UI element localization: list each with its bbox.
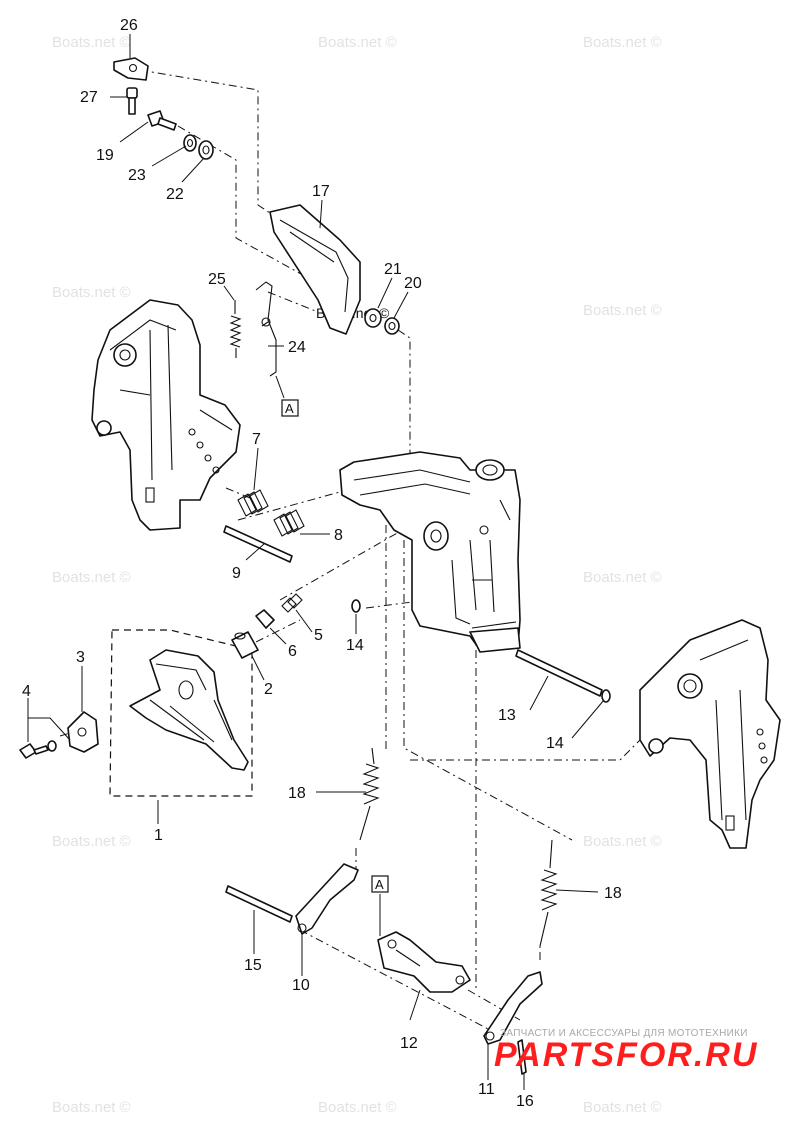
part-23-washer xyxy=(183,134,197,152)
callout-8: 8 xyxy=(334,527,343,544)
watermark: Boats.net © xyxy=(318,34,397,51)
callout-A-b: A xyxy=(375,877,384,892)
watermark: Boats.net © xyxy=(583,569,662,586)
callout-24: 24 xyxy=(288,339,306,356)
callout-12: 12 xyxy=(400,1035,418,1052)
part-5-spring xyxy=(281,593,303,613)
callout-11: 11 xyxy=(478,1081,495,1098)
part-19-bolt xyxy=(147,110,177,131)
callout-20: 20 xyxy=(404,275,422,292)
part-24-link xyxy=(255,281,277,377)
bracket-line-4 xyxy=(27,717,71,742)
part-18-spring-right xyxy=(539,839,558,947)
callout-19: 19 xyxy=(96,147,114,164)
callout-2: 2 xyxy=(264,681,273,698)
callout-4: 4 xyxy=(22,683,31,700)
watermark: Boats.net © xyxy=(52,284,131,301)
callout-1: 1 xyxy=(154,827,163,844)
part-15-pin xyxy=(225,885,293,923)
part-16-pin xyxy=(517,1039,527,1075)
brand-tagline: ЗАПЧАСТИ И АКСЕССУАРЫ ДЛЯ МОТОТЕХНИКИ xyxy=(500,1028,748,1039)
part-22-washer xyxy=(198,140,214,160)
callout-14-b: 14 xyxy=(546,735,564,752)
callout-3: 3 xyxy=(76,649,85,666)
callout-15: 15 xyxy=(244,957,262,974)
callout-A: A xyxy=(285,401,294,416)
watermark: Boats.net © xyxy=(318,1099,397,1116)
watermark: Boats.net © xyxy=(52,1099,131,1116)
callout-10: 10 xyxy=(292,977,310,994)
watermark: Boats.net © xyxy=(583,34,662,51)
part-4-bolt xyxy=(19,740,57,759)
callout-25: 25 xyxy=(208,271,226,288)
part-2-bushing xyxy=(231,631,259,659)
callout-26: 26 xyxy=(120,17,138,34)
brand-logo: PARTSFOR.RU xyxy=(494,1036,759,1074)
part-20-washer xyxy=(384,317,400,335)
callout-22: 22 xyxy=(166,186,184,203)
callout-18-b: 18 xyxy=(604,885,622,902)
watermark: Boats.net © xyxy=(52,34,131,51)
watermark: Boats.net © xyxy=(583,1099,662,1116)
part-21-collar xyxy=(364,308,382,328)
callout-numbers: 26 27 19 23 22 17 21 20 25 24 A 7 8 9 5 … xyxy=(22,17,622,1110)
part-12-lever xyxy=(377,931,471,993)
part-3-plate xyxy=(67,711,99,753)
callout-23: 23 xyxy=(128,167,146,184)
part-13-pin xyxy=(515,649,603,697)
ref-box-A xyxy=(281,399,299,417)
callout-21: 21 xyxy=(384,261,402,278)
part-center-bracket xyxy=(339,451,521,653)
callout-18: 18 xyxy=(288,785,306,802)
part-8-spring xyxy=(273,509,305,537)
part-17-plate xyxy=(269,204,361,335)
part-right-bracket xyxy=(639,619,781,849)
watermark: Boats.net © xyxy=(52,833,131,850)
part-14-clip xyxy=(351,599,361,613)
callout-14: 14 xyxy=(346,637,364,654)
ref-box-A-2 xyxy=(371,875,389,893)
part-9-pin xyxy=(223,525,293,563)
part-left-bracket xyxy=(91,299,241,531)
callout-27: 27 xyxy=(80,89,98,106)
callout-6: 6 xyxy=(288,643,297,660)
assembly-lines xyxy=(59,69,641,1031)
part-11-lever xyxy=(483,971,543,1045)
part-10-lever xyxy=(295,863,359,935)
part-6-clip xyxy=(255,609,275,629)
watermarks: Boats.net © Boats.net © Boats.net © Boat… xyxy=(52,34,662,1116)
callout-7: 7 xyxy=(252,431,261,448)
part-18-spring-left xyxy=(359,747,380,841)
leader-lines xyxy=(27,34,605,1090)
watermark: Boats.net © xyxy=(52,569,131,586)
watermark: Boats.net © xyxy=(583,833,662,850)
callout-17: 17 xyxy=(312,183,330,200)
part-26-bracket xyxy=(113,57,149,81)
callout-13: 13 xyxy=(498,707,516,724)
callout-9: 9 xyxy=(232,565,241,582)
callout-5: 5 xyxy=(314,627,323,644)
part-7-spring xyxy=(237,489,269,517)
part-14-clip-b xyxy=(601,689,611,703)
watermark: Boats.net © xyxy=(583,302,662,319)
callout-16: 16 xyxy=(516,1093,534,1110)
part-1-lock-assembly xyxy=(129,649,249,771)
part-25-spring xyxy=(229,300,242,358)
part-27-stud xyxy=(126,87,138,115)
